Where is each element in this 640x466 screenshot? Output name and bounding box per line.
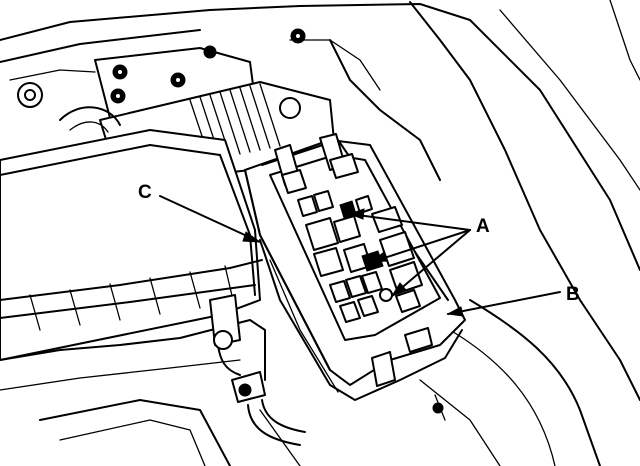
fuse-relay-box bbox=[244, 133, 466, 401]
hose-clamp bbox=[209, 294, 306, 466]
fuse-puller-icon bbox=[379, 288, 393, 302]
bolt-icon bbox=[203, 45, 217, 59]
ground-terminal bbox=[432, 394, 446, 421]
bolt-center-icon bbox=[174, 76, 182, 84]
arrowhead-c-icon bbox=[242, 231, 262, 243]
bolt-center-icon bbox=[114, 92, 122, 100]
leader-line-a1 bbox=[349, 213, 471, 231]
leader-line-a2 bbox=[371, 229, 471, 263]
leader-line-a3 bbox=[391, 229, 471, 297]
bolt-center-icon bbox=[294, 32, 302, 40]
arrowhead-a1-icon bbox=[348, 208, 365, 220]
leader-line-b bbox=[447, 291, 561, 315]
air-cleaner-box bbox=[0, 129, 266, 466]
arrowhead-b-icon bbox=[446, 306, 464, 317]
callout-label-c: C bbox=[138, 182, 152, 203]
callout-leaders bbox=[159, 195, 561, 317]
bolt-center-icon bbox=[116, 68, 124, 76]
callout-label-b: B bbox=[566, 284, 580, 305]
callout-label-a: A bbox=[476, 216, 490, 237]
arrowhead-a2-icon bbox=[370, 251, 388, 263]
leader-line-c bbox=[159, 195, 261, 243]
bolt-icon bbox=[238, 383, 252, 397]
arrowhead-a3-icon bbox=[390, 282, 407, 298]
